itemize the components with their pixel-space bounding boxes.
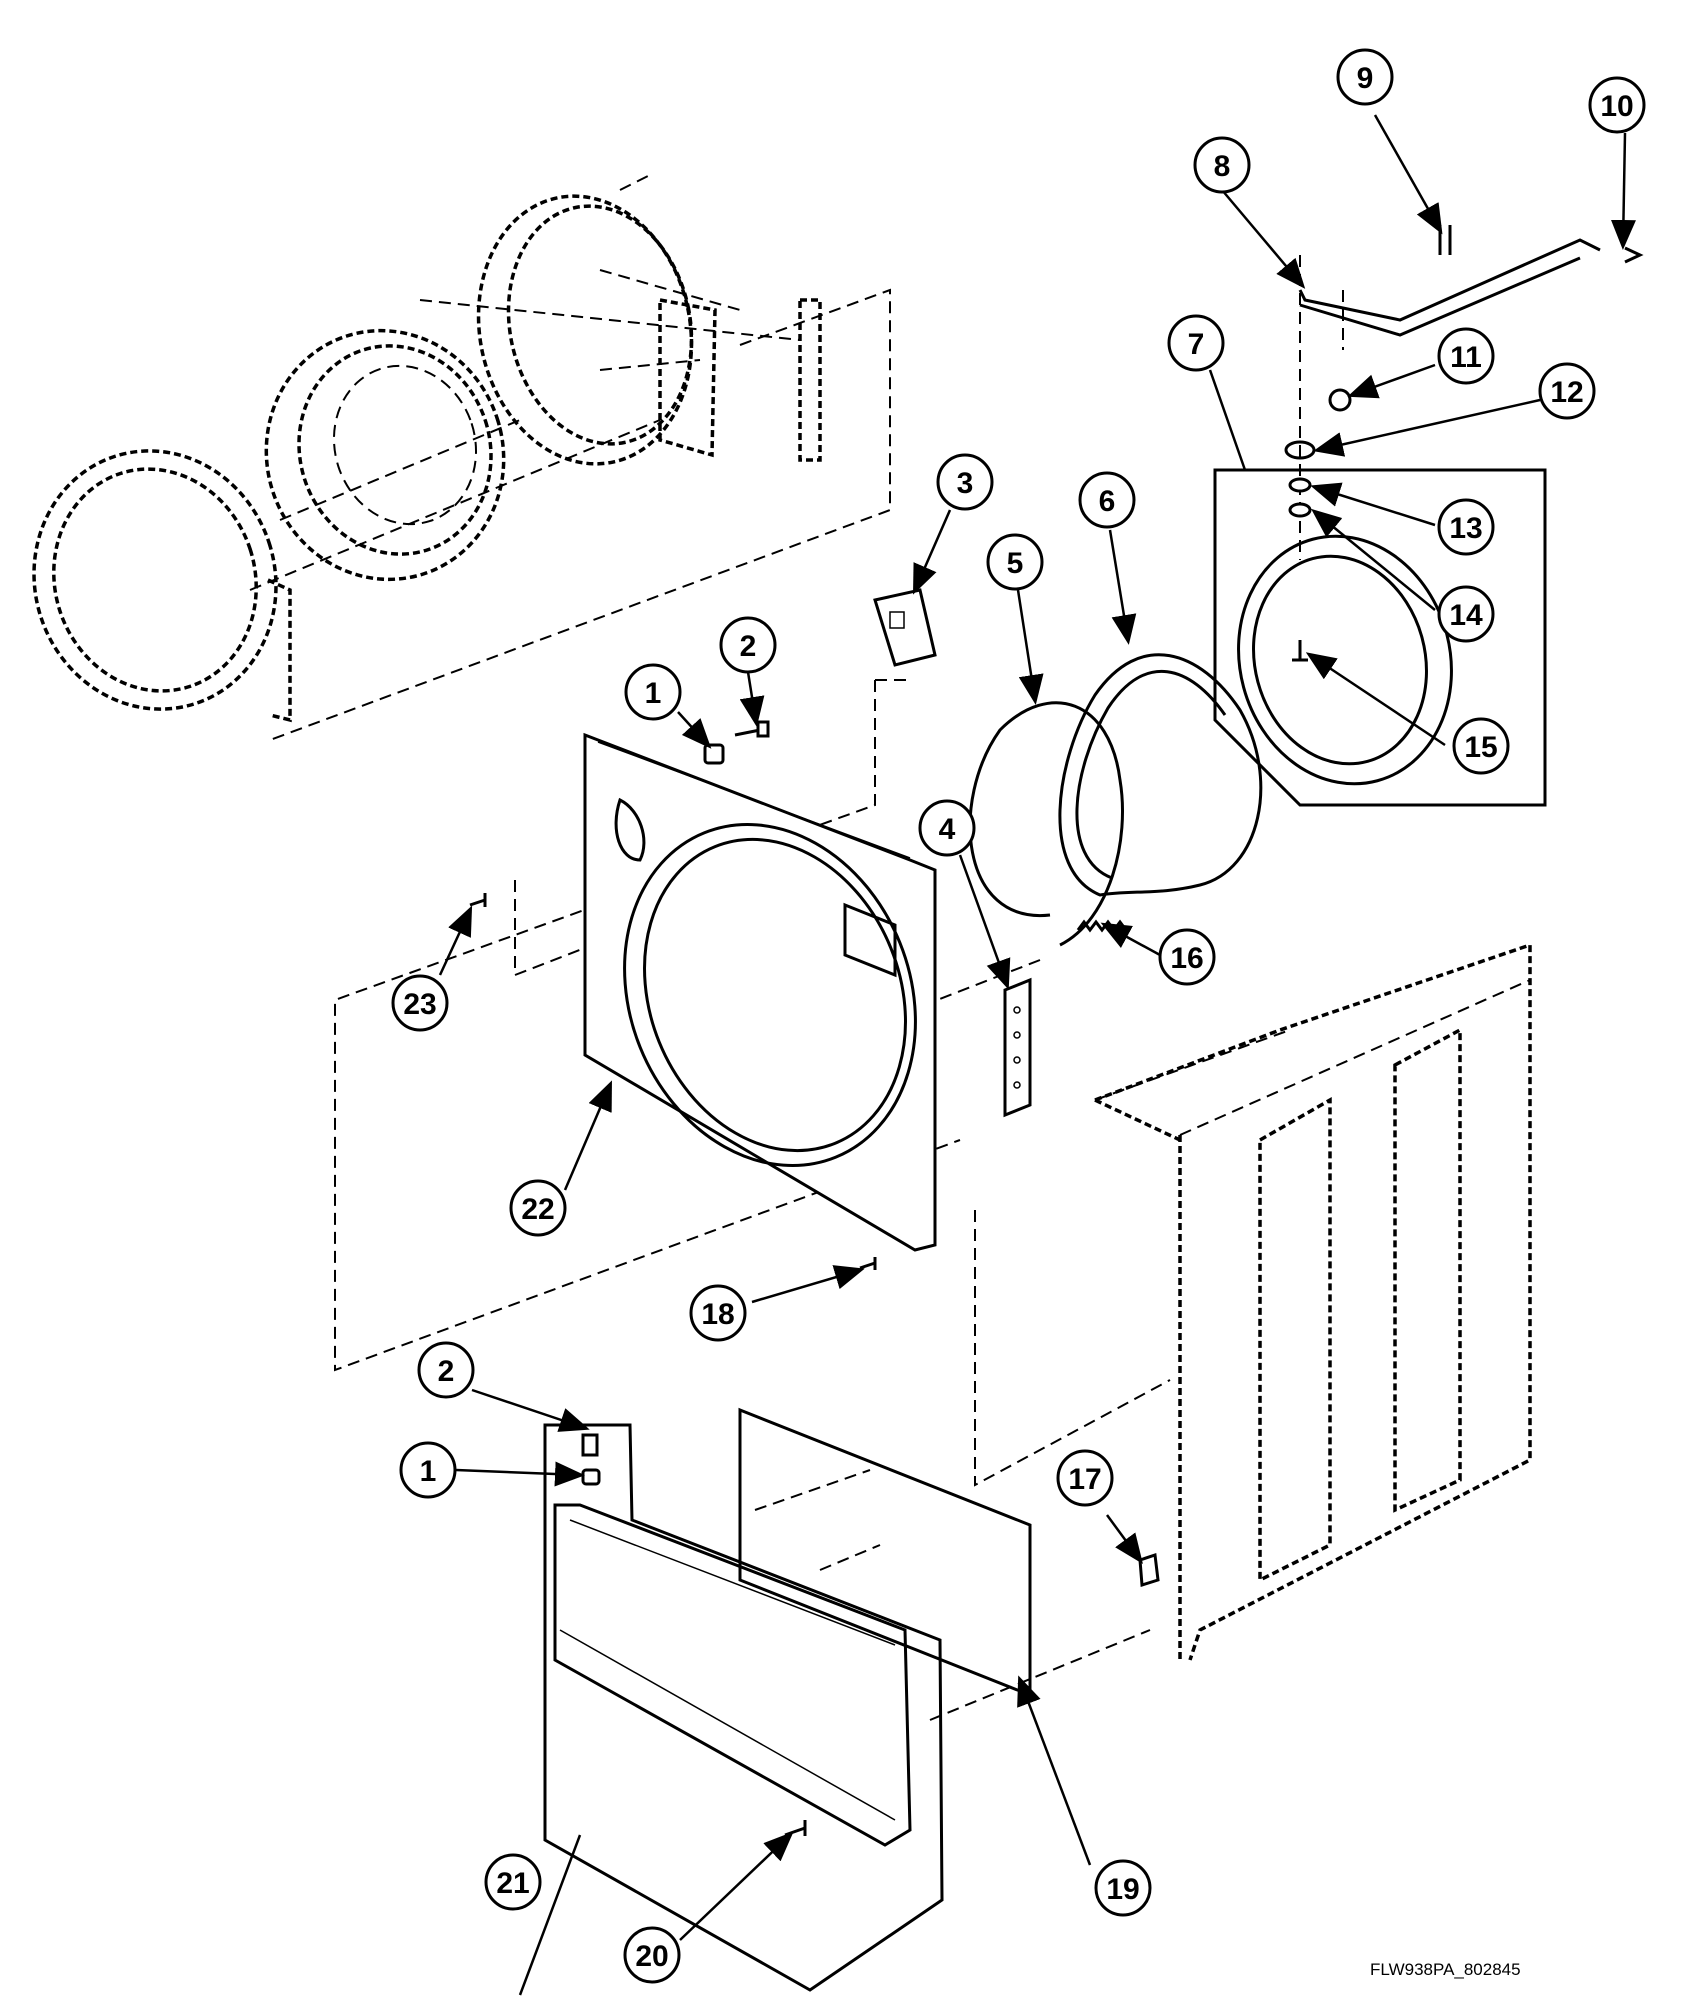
- callout-5: 5: [986, 533, 1044, 591]
- callout-label-17: 17: [1068, 1463, 1101, 1496]
- callout-label-6: 6: [1099, 485, 1116, 518]
- spring: [1076, 919, 1128, 933]
- callout-label-5: 5: [1007, 547, 1024, 580]
- screw-23: [469, 893, 487, 907]
- callout-label-19: 19: [1106, 1873, 1139, 1906]
- cabinet-reference: [1094, 942, 1532, 1661]
- screw-18: [859, 1257, 877, 1270]
- hinge-strip: [1003, 977, 1032, 1118]
- callout-19: 19: [1094, 1859, 1152, 1917]
- kick-panel-box: [543, 1423, 944, 1992]
- front-panel: [583, 732, 937, 1252]
- callout-2-upper: 2: [719, 616, 777, 674]
- callout-16: 16: [1158, 928, 1216, 986]
- callout-label-12: 12: [1550, 376, 1583, 409]
- callout-15: 15: [1452, 717, 1510, 775]
- door-handle: [1284, 225, 1644, 460]
- callout-label-1: 1: [645, 677, 662, 710]
- callout-label-16: 16: [1170, 942, 1203, 975]
- callout-label-3: 3: [957, 467, 974, 500]
- callout-label-8: 8: [1214, 150, 1231, 183]
- callout-4: 4: [918, 799, 976, 857]
- callout-23: 23: [391, 974, 449, 1032]
- callout-label-15: 15: [1464, 731, 1497, 764]
- callout-10: 10: [1588, 76, 1646, 134]
- nut-and-screw-lower: [581, 1433, 601, 1486]
- callout-6: 6: [1078, 471, 1136, 529]
- callout-3: 3: [936, 453, 994, 511]
- callout-label-20: 20: [635, 1940, 668, 1973]
- nut-and-screw-upper: [703, 720, 770, 765]
- callout-label-13: 13: [1449, 512, 1482, 545]
- callout-label-2: 2: [740, 630, 757, 663]
- callout-label-7: 7: [1188, 328, 1205, 361]
- callout-label-14: 14: [1449, 599, 1483, 632]
- callout-11: 11: [1437, 327, 1495, 385]
- document-code: FLW938PA_802845: [1370, 1960, 1521, 1979]
- door-assembly-box: [1213, 468, 1547, 807]
- callout-17: 17: [1056, 1449, 1114, 1507]
- callout-7: 7: [1167, 314, 1225, 372]
- callout-1-lower: 1: [399, 1441, 457, 1499]
- callout-21: 21: [484, 1853, 542, 1911]
- callout-label-11: 11: [1450, 341, 1482, 374]
- callout-13: 13: [1437, 498, 1495, 556]
- leader-lines: [438, 114, 1636, 1996]
- callout-label-22: 22: [521, 1193, 554, 1226]
- callout-9: 9: [1336, 48, 1394, 106]
- callout-22: 22: [509, 1179, 567, 1237]
- callout-label-21: 21: [496, 1867, 529, 1900]
- callout-label-10: 10: [1600, 90, 1633, 123]
- clip: [1138, 1552, 1160, 1587]
- callout-label-2-lower: 2: [438, 1355, 455, 1388]
- callout-1-upper: 1: [624, 663, 682, 721]
- callout-label-1-lower: 1: [420, 1455, 437, 1488]
- callout-18: 18: [689, 1284, 747, 1342]
- callout-12: 12: [1538, 362, 1596, 420]
- drum-assembly-reference: [32, 174, 891, 741]
- callout-label-4: 4: [939, 813, 956, 846]
- door-rings: [968, 653, 1263, 947]
- callout-14: 14: [1437, 585, 1495, 643]
- callout-20: 20: [623, 1926, 681, 1984]
- callout-label-18: 18: [701, 1298, 734, 1331]
- callout-8: 8: [1193, 136, 1251, 194]
- callout-label-23: 23: [403, 988, 436, 1021]
- hinge-bracket: [873, 588, 937, 667]
- callout-2-lower: 2: [417, 1341, 475, 1399]
- screw-20: [784, 1820, 807, 1837]
- callout-label-9: 9: [1357, 62, 1374, 95]
